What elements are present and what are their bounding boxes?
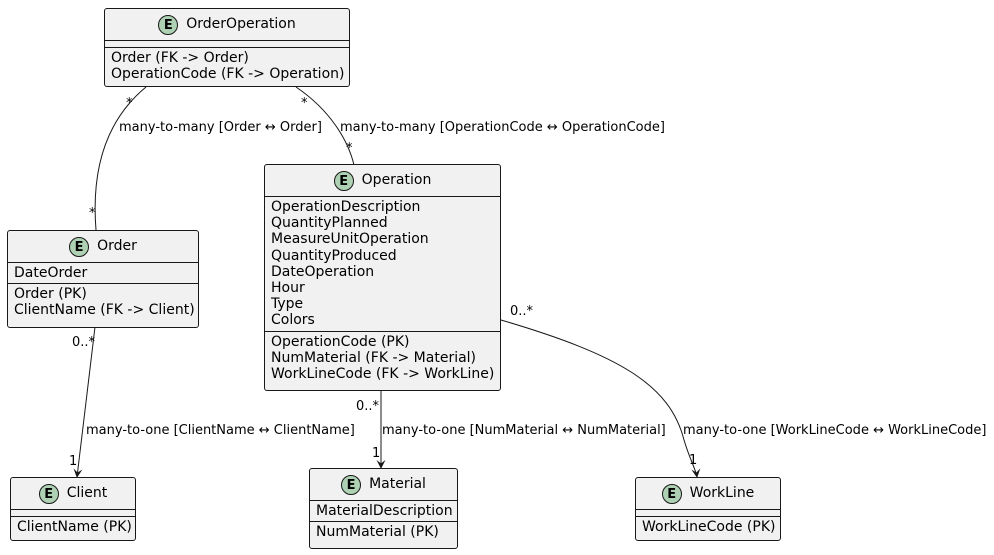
edge-label-order-client: many-to-one [ClientName ↔ ClientName] bbox=[86, 423, 355, 438]
cardinality-label: * bbox=[126, 96, 133, 111]
entity-client[interactable]: E Client ClientName (PK) bbox=[10, 477, 136, 541]
edge-label-oo-operation: many-to-many [OperationCode ↔ OperationC… bbox=[340, 120, 665, 135]
entity-material[interactable]: E Material MaterialDescription NumMateria… bbox=[309, 468, 458, 549]
attributes-section bbox=[636, 509, 780, 516]
keys-section: Order (FK -> Order) OperationCode (FK ->… bbox=[105, 47, 349, 84]
entity-header: E Order bbox=[8, 231, 198, 262]
keys-section: WorkLineCode (PK) bbox=[636, 516, 780, 537]
cardinality-label: * bbox=[301, 96, 308, 111]
key-row: NumMaterial (FK -> Material) bbox=[271, 349, 477, 366]
entity-icon: E bbox=[341, 474, 362, 495]
attribute-row: QuantityProduced bbox=[271, 247, 397, 264]
edge-orderoperation-operation bbox=[295, 86, 355, 166]
entity-name: Client bbox=[66, 485, 108, 501]
entity-name: WorkLine bbox=[689, 485, 755, 501]
attributes-section: OperationDescription QuantityPlanned Mea… bbox=[265, 196, 500, 331]
key-row: WorkLineCode (PK) bbox=[642, 519, 776, 535]
keys-section: OperationCode (PK) NumMaterial (FK -> Ma… bbox=[265, 330, 500, 385]
cardinality-label: 1 bbox=[372, 446, 381, 461]
attributes-section: DateOrder bbox=[8, 262, 198, 283]
entity-name: Material bbox=[369, 476, 426, 492]
cardinality-label: 1 bbox=[69, 454, 78, 469]
cardinality-label: * bbox=[89, 206, 96, 221]
entity-icon: E bbox=[158, 14, 179, 35]
key-row: NumMaterial (PK) bbox=[316, 524, 439, 541]
entity-name: OrderOperation bbox=[186, 16, 296, 32]
entity-header: E OrderOperation bbox=[105, 9, 349, 40]
key-row: ClientName (FK -> Client) bbox=[14, 302, 195, 319]
attribute-row: Hour bbox=[271, 280, 305, 297]
attributes-section: MaterialDescription bbox=[310, 500, 457, 521]
attribute-row: Type bbox=[271, 296, 304, 313]
attribute-row: QuantityPlanned bbox=[271, 215, 388, 232]
entity-order[interactable]: E Order DateOrder Order (PK) ClientName (… bbox=[7, 230, 199, 328]
key-row: OperationCode (FK -> Operation) bbox=[111, 66, 345, 83]
keys-section: ClientName (PK) bbox=[11, 516, 135, 537]
cardinality-label: 0..* bbox=[72, 335, 96, 350]
key-row: ClientName (PK) bbox=[17, 519, 132, 535]
cardinality-label: 0..* bbox=[356, 399, 380, 414]
entity-icon: E bbox=[661, 483, 682, 504]
keys-section: NumMaterial (PK) bbox=[310, 521, 457, 542]
cardinality-label: 0..* bbox=[510, 304, 534, 319]
entity-icon: E bbox=[333, 170, 354, 191]
attributes-section bbox=[11, 509, 135, 516]
attribute-row: Colors bbox=[271, 312, 315, 329]
entity-name: Order bbox=[97, 238, 137, 254]
attribute-row: OperationDescription bbox=[271, 199, 421, 215]
edge-label-operation-material: many-to-one [NumMaterial ↔ NumMaterial] bbox=[382, 423, 666, 438]
cardinality-label: * bbox=[346, 141, 353, 156]
entity-icon: E bbox=[38, 483, 59, 504]
entity-icon: E bbox=[69, 236, 90, 257]
entity-header: E Client bbox=[11, 478, 135, 509]
keys-section: Order (PK) ClientName (FK -> Client) bbox=[8, 283, 198, 320]
entity-header: E Operation bbox=[265, 165, 500, 196]
attributes-section bbox=[105, 40, 349, 47]
key-row: Order (PK) bbox=[14, 286, 87, 303]
edge-label-oo-order: many-to-many [Order ↔ Order] bbox=[119, 120, 322, 135]
edge-orderoperation-order bbox=[94, 86, 147, 231]
edge-operation-workline bbox=[500, 319, 701, 478]
entity-orderoperation[interactable]: E OrderOperation Order (FK -> Order) Oper… bbox=[104, 8, 350, 87]
key-row: OperationCode (PK) bbox=[271, 333, 410, 350]
attribute-row: MaterialDescription bbox=[316, 503, 453, 519]
attribute-row: DateOperation bbox=[271, 263, 375, 280]
entity-header: E Material bbox=[310, 469, 457, 500]
key-row: Order (FK -> Order) bbox=[111, 50, 249, 66]
edge-order-client bbox=[73, 326, 96, 478]
cardinality-label: 1 bbox=[689, 453, 698, 468]
key-row: WorkLineCode (FK -> WorkLine) bbox=[271, 366, 495, 383]
entity-header: E WorkLine bbox=[636, 478, 780, 509]
entity-name: Operation bbox=[361, 172, 432, 188]
attribute-row: DateOrder bbox=[14, 265, 88, 281]
edge-label-operation-workline: many-to-one [WorkLineCode ↔ WorkLineCode… bbox=[683, 423, 987, 438]
entity-workline[interactable]: E WorkLine WorkLineCode (PK) bbox=[635, 477, 781, 541]
attribute-row: MeasureUnitOperation bbox=[271, 231, 429, 248]
entity-operation[interactable]: E Operation OperationDescription Quantity… bbox=[264, 164, 501, 391]
